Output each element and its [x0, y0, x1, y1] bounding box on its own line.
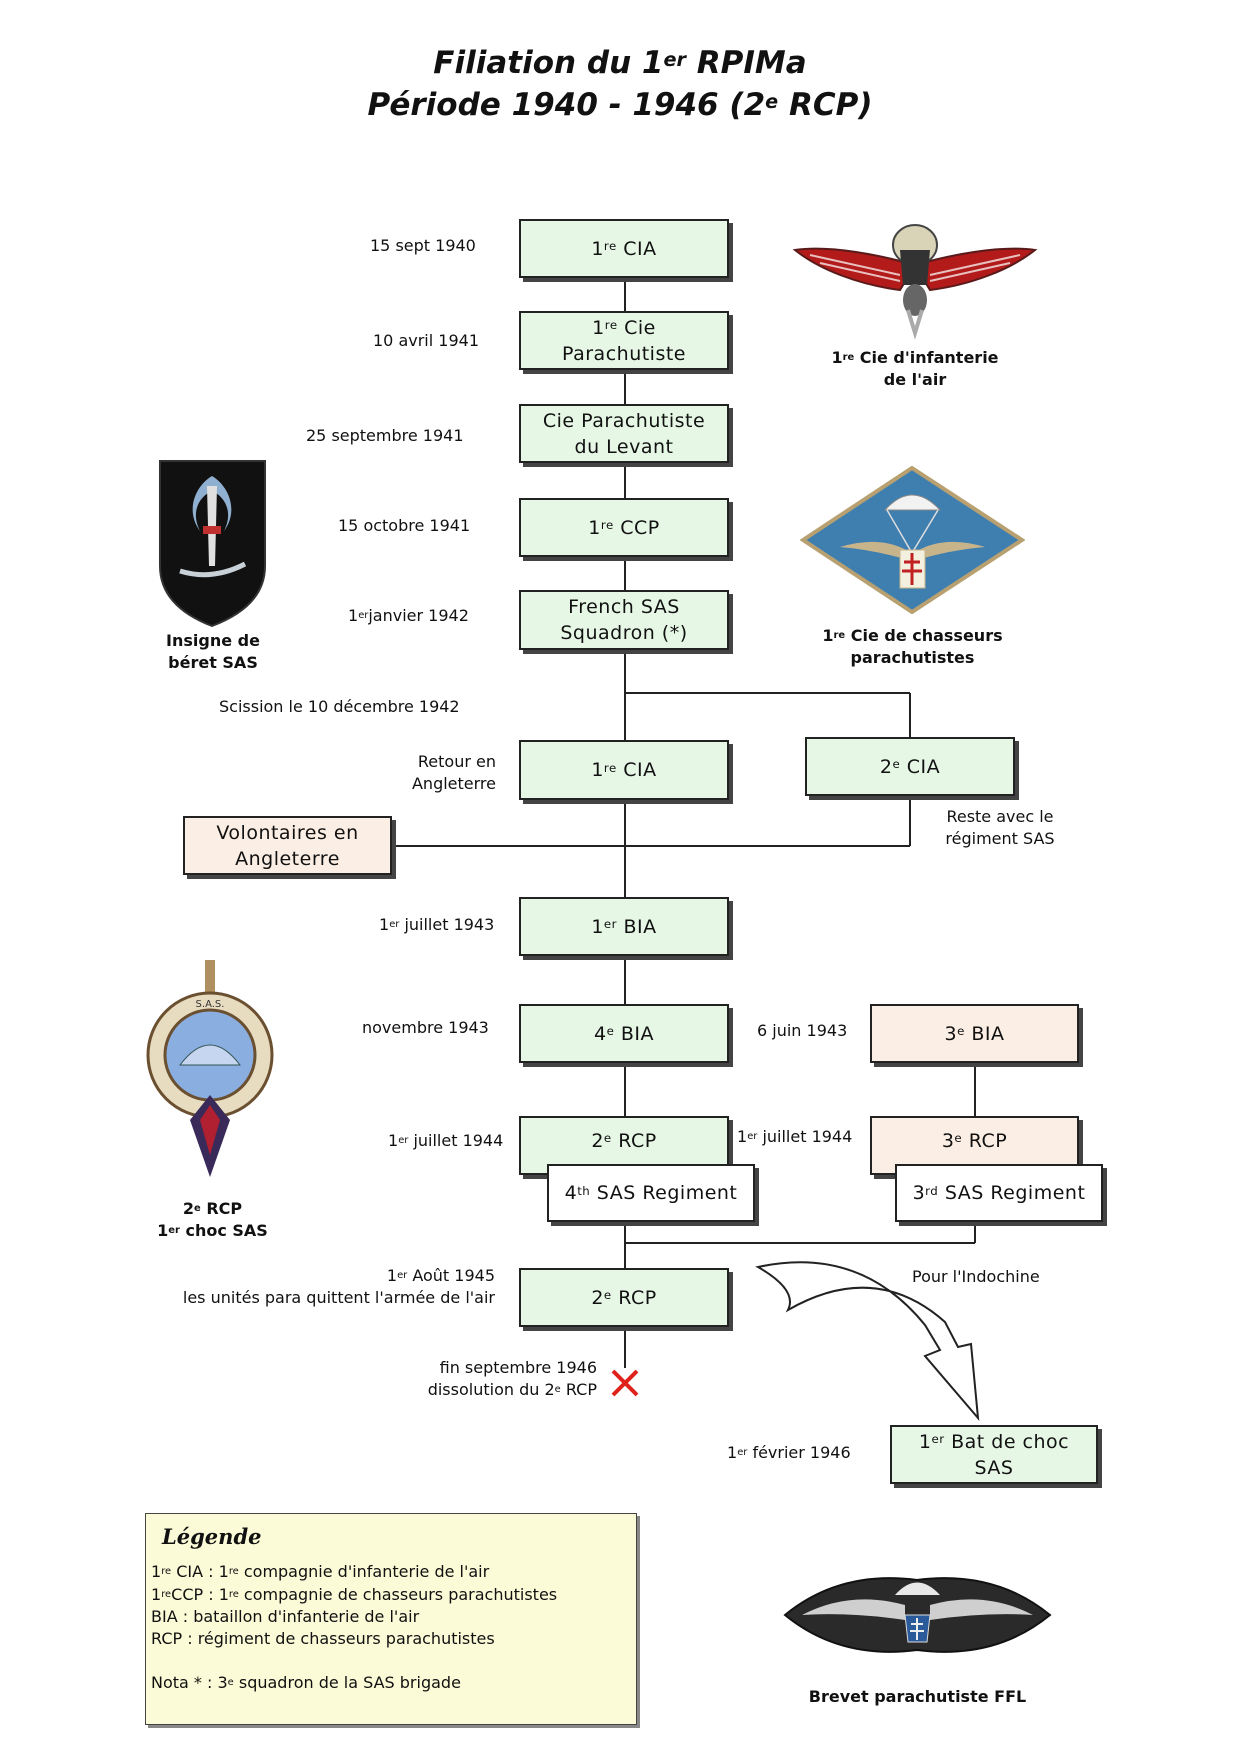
box-label: 1re CIA: [591, 237, 657, 260]
box-label-line-2: Squadron (*): [560, 622, 688, 644]
box-4e-bia: 4e BIA: [519, 1004, 729, 1063]
box-label-line-2: Angleterre: [235, 847, 340, 870]
ffl-para-wings-icon: [783, 1577, 1052, 1653]
box-label: 4e BIA: [593, 1022, 655, 1045]
date-label: 1er juillet 1944: [388, 1131, 504, 1150]
caption-line-2: béret SAS: [168, 653, 258, 672]
box-label-line-1: Cie Parachutiste: [542, 409, 706, 432]
box-label: 2e CIA: [879, 755, 941, 778]
dissolution-line-2: dissolution du 2e RCP: [427, 1380, 597, 1399]
caption-line-2: de l'air: [883, 370, 947, 389]
caption-line-1: 2e RCP: [182, 1199, 243, 1218]
date-label: 15 sept 1940: [370, 236, 476, 255]
dissolution-label: fin septembre 1946 dissolution du 2e RCP: [380, 1357, 597, 1401]
legend-item: BIA : bataillon d'infanterie de l'air: [151, 1607, 420, 1626]
caption-line-1: 1re Cie d'infanterie: [831, 348, 999, 367]
box-1re-cie-parachutiste: 1re Cie Parachutiste: [519, 311, 729, 370]
sas-beret-badge-icon: [159, 460, 266, 628]
caption-2e-rcp: 2e RCP 1er choc SAS: [140, 1198, 285, 1242]
box-label: 1re CIA: [591, 759, 657, 781]
box-4th-sas-regiment: 4th SAS Regiment: [547, 1164, 755, 1222]
box-label-line-1: French SAS: [568, 596, 680, 618]
date-label: 1er février 1946: [727, 1443, 851, 1462]
date-label: 15 octobre 1941: [338, 516, 471, 535]
indochine-arrow-icon: [755, 1261, 980, 1422]
box-3e-bia: 3e BIA: [870, 1004, 1079, 1063]
reste-label: Reste avec le régiment SAS: [930, 806, 1070, 850]
dissolution-cross-icon: [611, 1369, 639, 1397]
box-label: 3e BIA: [944, 1022, 1005, 1045]
caption-beret-sas: Insigne de béret SAS: [143, 630, 283, 674]
caption-1re-cie-infanterie: 1re Cie d'infanterie de l'air: [795, 347, 1035, 391]
legend-item: RCP : régiment de chasseurs parachutiste…: [151, 1629, 495, 1648]
box-2e-cia: 2e CIA: [805, 737, 1015, 796]
retour-label: Retour en Angleterre: [380, 751, 496, 795]
box-label: 4th SAS Regiment: [564, 1182, 738, 1204]
retour-label-line-2: Angleterre: [411, 774, 496, 793]
box-label-line-1: 1er Bat de choc: [918, 1430, 1070, 1453]
date-label: novembre 1943: [362, 1018, 489, 1037]
box-volontaires-angleterre: Volontaires en Angleterre: [183, 816, 392, 875]
date-label: 25 septembre 1941: [306, 426, 464, 445]
caption-line-1: Insigne de: [166, 631, 260, 650]
legend-item: 1reCCP : 1re compagnie de chasseurs para…: [151, 1585, 558, 1604]
box-label-line-1: 1re Cie: [592, 316, 656, 339]
box-label-line-1: Volontaires en: [216, 821, 359, 844]
box-label: 2e RCP: [591, 1286, 657, 1309]
wings-insignia-icon: [792, 224, 1038, 340]
title-line-2: Période 1940 - 1946 (2e RCP): [367, 87, 873, 123]
caption-line-1: 1re Cie de chasseurs: [822, 626, 1003, 645]
aout-1945-line-2: les unités para quittent l'armée de l'ai…: [182, 1288, 495, 1307]
date-label: 6 juin 1943: [757, 1021, 848, 1040]
date-label: 1erjanvier 1942: [348, 606, 469, 625]
box-1er-bat-de-choc-sas: 1er Bat de choc SAS: [890, 1425, 1098, 1484]
diamond-para-insignia-icon: [800, 465, 1025, 615]
date-label: 1er juillet 1943: [379, 915, 495, 934]
date-label: 1er juillet 1944: [737, 1127, 853, 1146]
dissolution-line-1: fin septembre 1946: [439, 1358, 597, 1377]
svg-text:S.A.S.: S.A.S.: [196, 999, 225, 1010]
indochine-label: Pour l'Indochine: [912, 1267, 1040, 1286]
aout-1945-label: 1er Août 1945 les unités para quittent l…: [140, 1265, 495, 1309]
date-label: 10 avril 1941: [373, 331, 479, 350]
box-label: 3rd SAS Regiment: [912, 1182, 1086, 1204]
box-label-line-2: du Levant: [574, 435, 674, 458]
legend-box: Légende 1re CIA : 1re compagnie d'infant…: [145, 1513, 637, 1725]
sas-medal-icon: S.A.S.: [146, 960, 274, 1177]
caption-line-2: parachutistes: [850, 648, 975, 667]
box-label-line-2: SAS: [974, 1456, 1014, 1479]
box-label: 1er BIA: [591, 915, 657, 938]
caption-1re-cie-chasseurs: 1re Cie de chasseurs parachutistes: [800, 625, 1025, 669]
aout-1945-line-1: 1er Août 1945: [386, 1266, 495, 1285]
box-1re-cia-retour: 1re CIA: [519, 740, 729, 800]
box-cie-parachutiste-levant: Cie Parachutiste du Levant: [519, 404, 729, 463]
box-3rd-sas-regiment: 3rd SAS Regiment: [895, 1164, 1103, 1222]
legend-item: 1re CIA : 1re compagnie d'infanterie de …: [151, 1562, 490, 1581]
box-2e-rcp-1945: 2e RCP: [519, 1268, 729, 1327]
legend-nota: Nota * : 3e squadron de la SAS brigade: [151, 1673, 461, 1692]
scission-label: Scission le 10 décembre 1942: [219, 697, 460, 716]
box-1re-ccp: 1re CCP: [519, 498, 729, 557]
box-1re-cia: 1re CIA: [519, 219, 729, 278]
reste-label-line-2: régiment SAS: [945, 829, 1055, 848]
retour-label-line-1: Retour en: [417, 752, 496, 771]
box-label: 2e RCP: [591, 1129, 657, 1152]
legend-title: Légende: [162, 1524, 262, 1549]
caption-brevet-ffl: Brevet parachutiste FFL: [808, 1687, 1027, 1706]
caption-line-2: 1er choc SAS: [157, 1221, 268, 1240]
box-label: 3e RCP: [941, 1129, 1008, 1152]
box-1er-bia: 1er BIA: [519, 897, 729, 956]
reste-label-line-1: Reste avec le: [946, 807, 1054, 826]
title-line-1: Filiation du 1er RPIMa: [433, 45, 807, 81]
box-label: 1re CCP: [588, 516, 660, 539]
box-french-sas-squadron: French SAS Squadron (*): [519, 590, 729, 650]
box-label-line-2: Parachutiste: [562, 342, 686, 365]
